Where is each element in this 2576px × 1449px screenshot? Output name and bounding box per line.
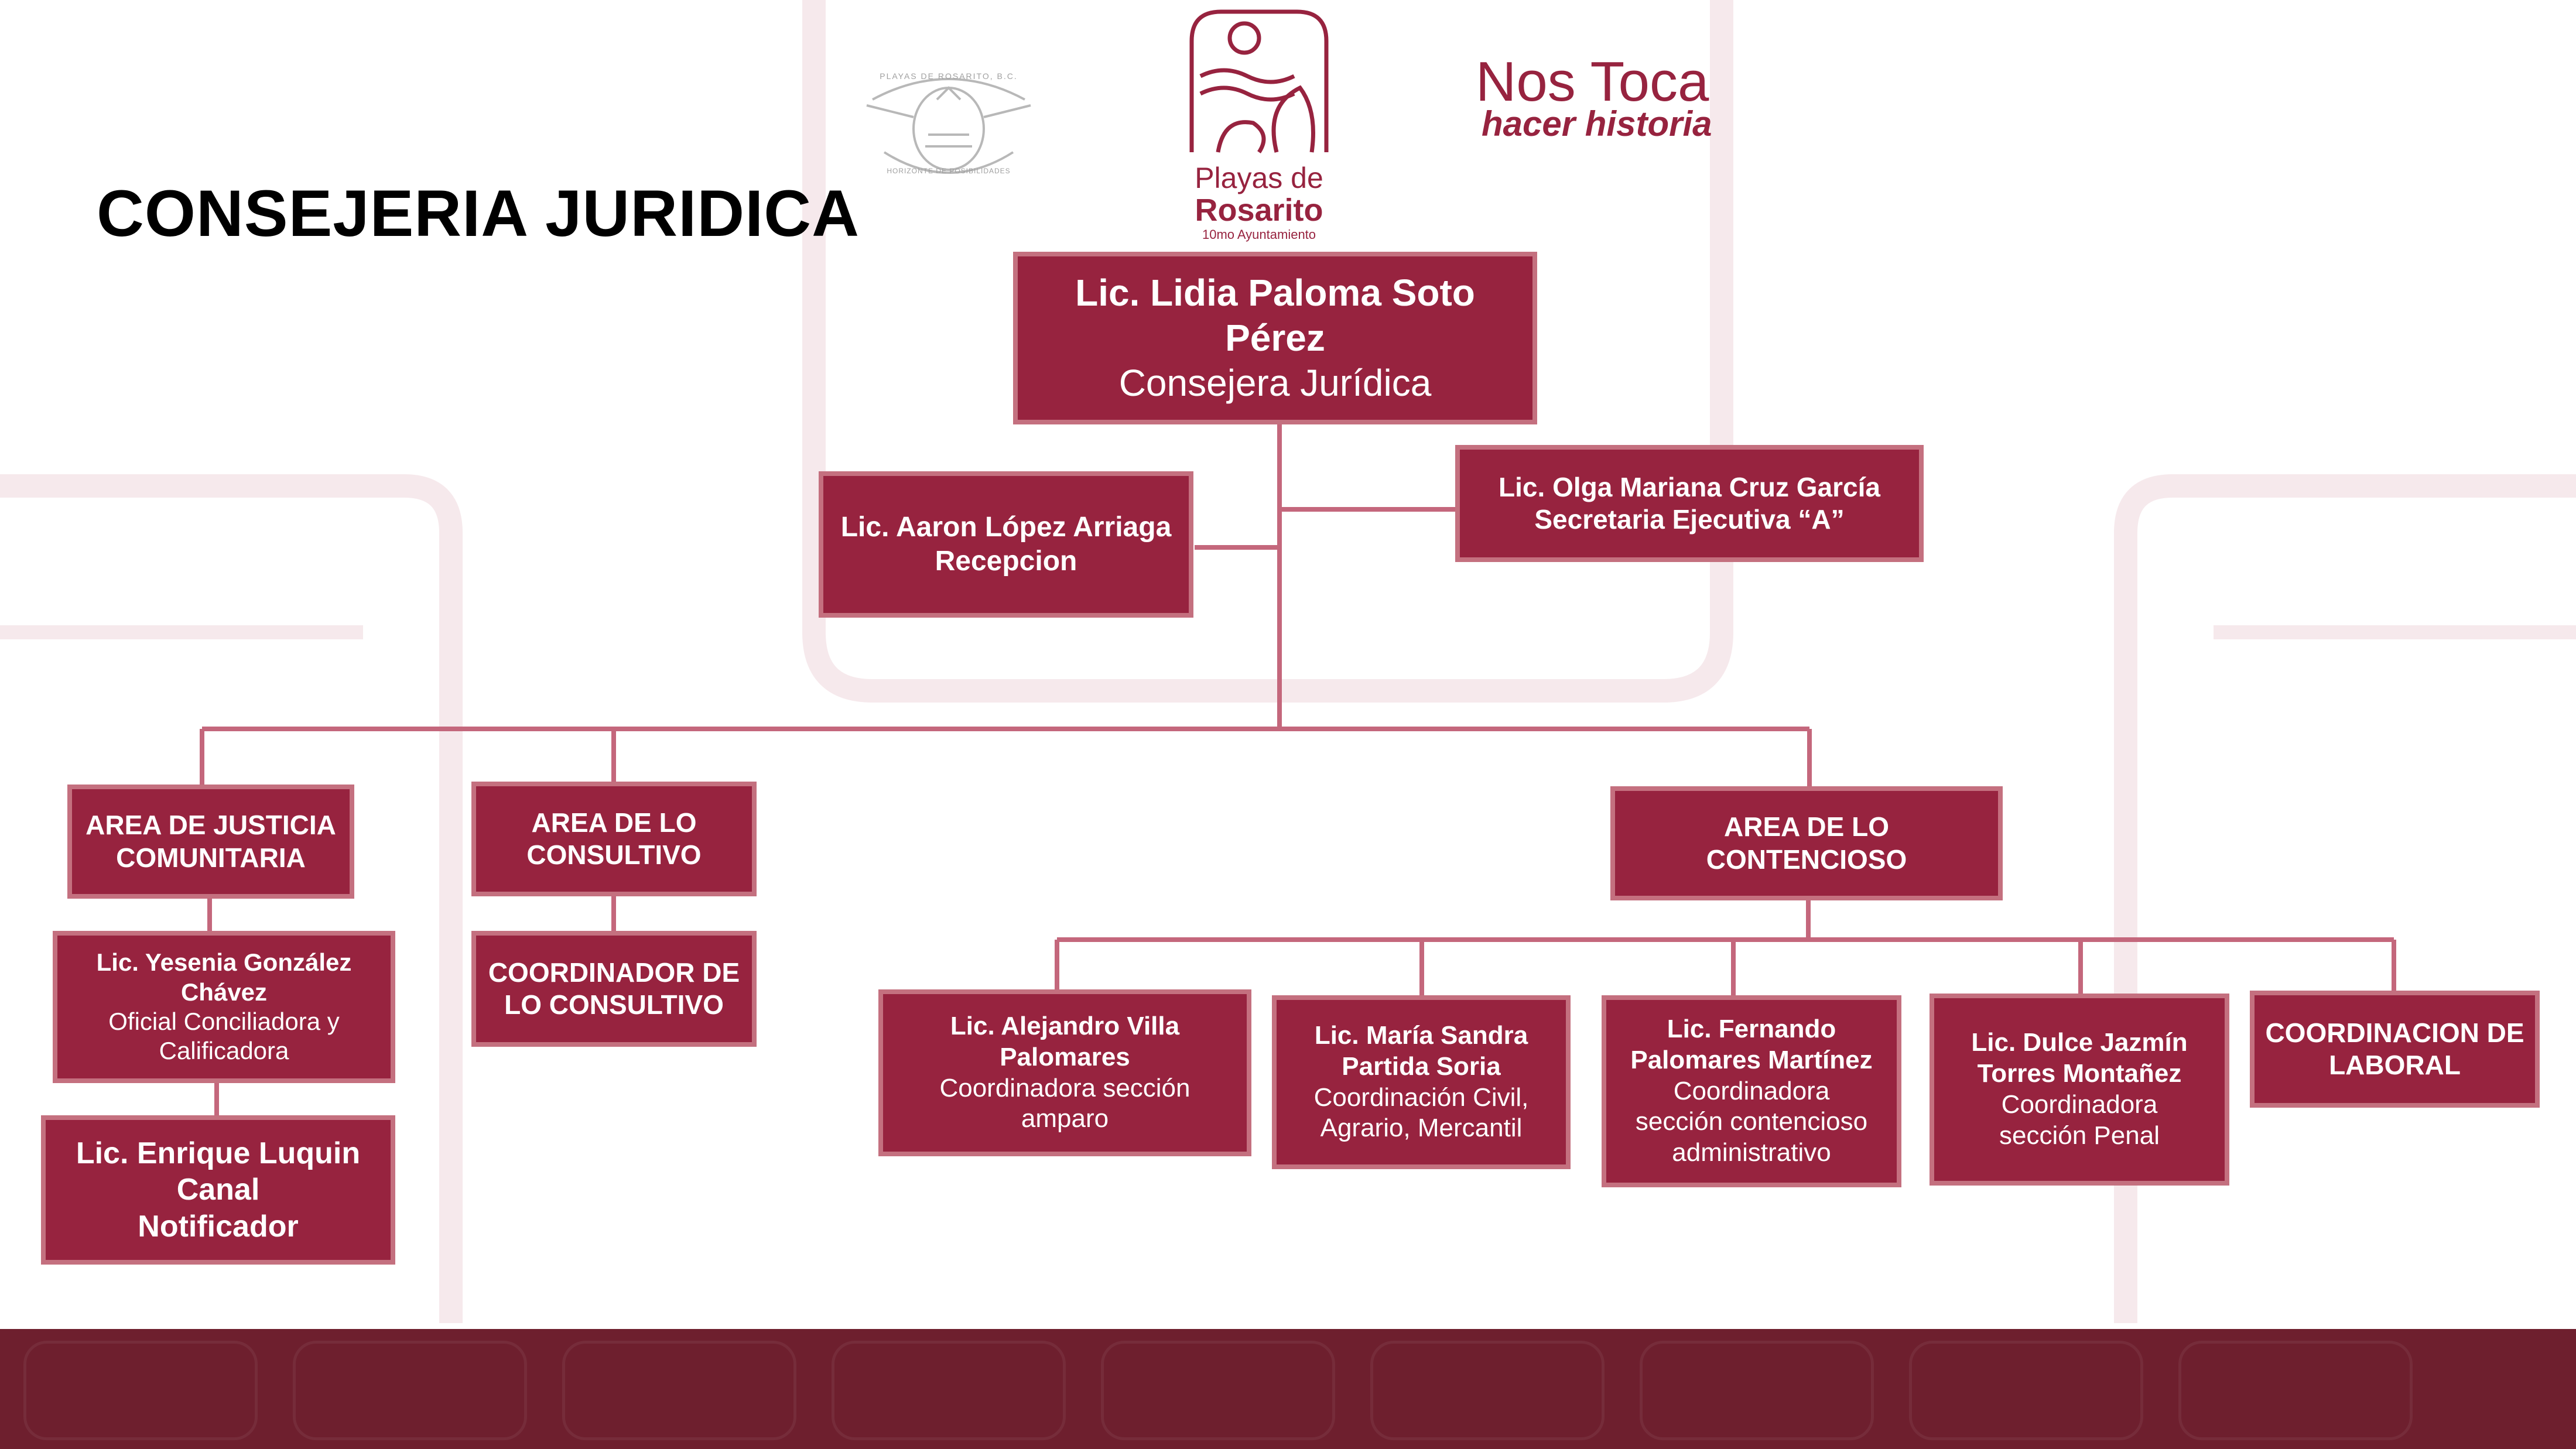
footer-pattern <box>562 1341 796 1440</box>
seal-motto: HORIZONTE DE POSIBILIDADES <box>887 167 1011 175</box>
node-role: Coordinadora sección Penal <box>1999 1090 2160 1150</box>
node-fernando-palomares: Lic. Fernando Palomares Martínez Coordin… <box>1602 995 1901 1187</box>
municipal-seal-logo <box>861 64 1036 187</box>
node-name: Lic. Yesenia González Chávez <box>96 948 352 1006</box>
node-name: Lic. Enrique Luquin Canal Notificador <box>76 1136 361 1244</box>
node-name: Lic. Aaron López Arriaga Recepcion <box>840 512 1172 577</box>
node-name: Lic. Olga Mariana Cruz García Secretaria… <box>1499 471 1880 535</box>
node-area-consultivo: AREA DE LO CONSULTIVO <box>471 782 757 896</box>
node-role: Consejera Jurídica <box>1118 361 1432 404</box>
footer-pattern <box>1909 1341 2143 1440</box>
node-name: COORDINACION DE LABORAL <box>2265 1017 2524 1080</box>
node-enrique-luquin: Lic. Enrique Luquin Canal Notificador <box>41 1115 395 1265</box>
rosarito-emblem-icon <box>1189 9 1329 153</box>
node-role: Coordinadora sección amparo <box>939 1073 1190 1133</box>
node-name: AREA DE LO CONSULTIVO <box>526 807 702 870</box>
footer-pattern <box>1640 1341 1874 1440</box>
footer-pattern <box>293 1341 527 1440</box>
node-role: Coordinadora sección contencioso adminis… <box>1635 1076 1868 1167</box>
page-title: CONSEJERIA JURIDICA <box>97 177 860 250</box>
node-name: Lic. Fernando Palomares Martínez <box>1630 1015 1873 1074</box>
node-area-justicia-comunitaria: AREA DE JUSTICIA COMUNITARIA <box>67 785 354 899</box>
seal-icon <box>866 78 1031 174</box>
city-name-line2: Rosarito <box>1195 193 1323 228</box>
slogan-line1: Nos Toca <box>1476 50 1709 113</box>
footer-pattern <box>1370 1341 1605 1440</box>
node-consejera-juridica: Lic. Lidia Paloma Soto Pérez Consejera J… <box>1013 252 1537 424</box>
node-secretaria-ejecutiva: Lic. Olga Mariana Cruz García Secretaria… <box>1455 445 1924 562</box>
footer-pattern <box>1101 1341 1335 1440</box>
footer-pattern <box>832 1341 1066 1440</box>
node-area-contencioso: AREA DE LO CONTENCIOSO <box>1610 786 2003 900</box>
node-yesenia-gonzalez: Lic. Yesenia González Chávez Oficial Con… <box>53 931 395 1083</box>
node-role: Oficial Conciliadora y Calificadora <box>108 1008 340 1065</box>
city-name-line3: 10mo Ayuntamiento <box>1202 227 1316 242</box>
seal-text: PLAYAS DE ROSARITO, B.C. <box>880 71 1018 81</box>
node-coordinador-consultivo: COORDINADOR DE LO CONSULTIVO <box>471 931 757 1047</box>
city-name-line1: Playas de <box>1195 162 1323 194</box>
node-name: Lic. Alejandro Villa Palomares <box>950 1011 1180 1071</box>
slogan-logo: Nos Toca hacer historia <box>1470 50 1733 143</box>
node-dulce-jazmin-torres: Lic. Dulce Jazmín Torres Montañez Coordi… <box>1930 994 2229 1186</box>
node-role: Coordinación Civil, Agrario, Mercantil <box>1313 1083 1529 1143</box>
node-name: COORDINADOR DE LO CONSULTIVO <box>488 957 740 1020</box>
node-recepcion: Lic. Aaron López Arriaga Recepcion <box>819 471 1193 618</box>
node-name: AREA DE LO CONTENCIOSO <box>1706 811 1907 875</box>
node-name: Lic. María Sandra Partida Soria <box>1314 1020 1528 1081</box>
node-alejandro-villa: Lic. Alejandro Villa Palomares Coordinad… <box>878 989 1251 1156</box>
node-coordinacion-laboral: COORDINACION DE LABORAL <box>2250 991 2540 1108</box>
node-name: Lic. Lidia Paloma Soto Pérez <box>1075 272 1475 359</box>
footer-pattern <box>2178 1341 2413 1440</box>
node-name: AREA DE JUSTICIA COMUNITARIA <box>85 810 336 873</box>
playas-de-rosarito-logo: Playas de Rosarito 10mo Ayuntamiento <box>1183 6 1335 246</box>
footer-band <box>0 1329 2576 1449</box>
slogan-line2: hacer historia <box>1482 104 1712 143</box>
node-name: Lic. Dulce Jazmín Torres Montañez <box>1971 1028 2188 1088</box>
footer-pattern <box>23 1341 258 1440</box>
node-maria-sandra-partida: Lic. María Sandra Partida Soria Coordina… <box>1272 995 1571 1169</box>
